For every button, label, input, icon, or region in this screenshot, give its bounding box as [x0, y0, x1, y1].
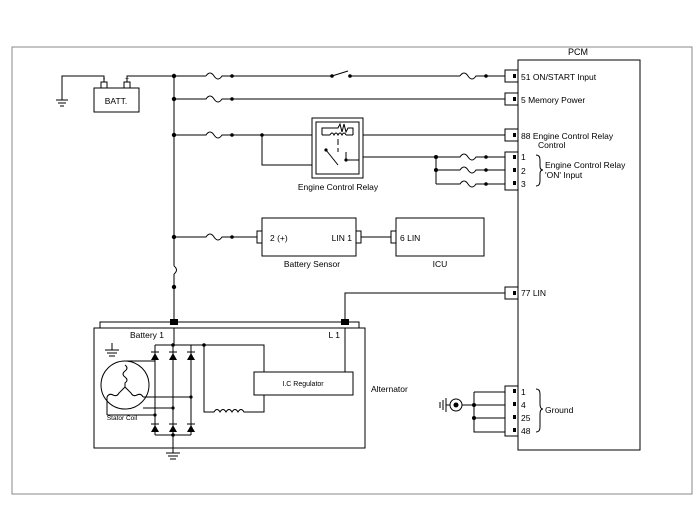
battery-label: BATT.	[105, 96, 128, 106]
pcm-pin-88-label: 88 Engine Control Relay	[521, 131, 614, 141]
pcm-pin-51-label: 51 ON/START Input	[521, 72, 597, 82]
sensor-feed-wire	[174, 233, 257, 241]
alternator-l-pin-label: L 1	[328, 330, 340, 340]
icu-label: ICU	[433, 259, 448, 269]
ground-pin-1-label: 1	[521, 387, 526, 397]
battery: BATT. - +	[93, 76, 140, 113]
pcm-pin-2-label: 2	[521, 166, 526, 176]
alternator-label: Alternator	[371, 384, 408, 394]
main-supply-bus	[126, 73, 206, 322]
pcm-unit: PCM 51 ON/START Input 5 Memory Power 88 …	[504, 47, 641, 451]
alternator-lin-wire	[344, 292, 505, 322]
ground-brace	[535, 388, 544, 433]
icu-lin-pin-label: 6 LIN	[400, 233, 420, 243]
icu: 6 LIN ICU	[390, 217, 485, 269]
rectifier-diodes	[107, 328, 195, 448]
pcm-pin-3-label: 3	[521, 179, 526, 189]
sensor-lin-pin-label: LIN 1	[332, 233, 353, 243]
field-coil-icon	[191, 343, 265, 413]
chassis-ground-icon	[439, 398, 463, 412]
pcm-pin-88-label-cont: Control	[538, 140, 566, 150]
on-input-brace	[535, 154, 544, 187]
engine-control-relay: Engine Control Relay	[298, 117, 379, 192]
alternator-ground-icon	[166, 448, 180, 460]
ic-regulator: I.C Regulator	[253, 328, 354, 396]
battery-sensor-label: Battery Sensor	[284, 259, 340, 269]
stator-coil-label: Stator Coil	[107, 415, 138, 422]
battery-ground-icon	[56, 75, 105, 107]
alternator: Battery 1 L 1 Alternator Stator Coil	[93, 319, 408, 449]
pcm-ground-wiring	[462, 391, 505, 433]
pcm-pin-77-label: 77 LIN	[521, 288, 546, 298]
ground-pin-48-label: 48	[521, 426, 531, 436]
pcm-pin-5-label: 5 Memory Power	[521, 95, 585, 105]
pcm-pin-1-label: 1	[521, 152, 526, 162]
pcm-pin-connectors	[504, 69, 519, 437]
fuse-line-51-b	[459, 72, 505, 80]
internal-ground-icon	[105, 343, 119, 357]
pcm-title: PCM	[568, 47, 588, 57]
ic-regulator-label: I.C Regulator	[282, 381, 324, 388]
relay-on-input-wiring	[363, 153, 505, 188]
fuse-line-51	[205, 72, 332, 80]
fuse-line-5	[174, 95, 505, 103]
alternator-battery-pin-label: Battery 1	[130, 330, 164, 340]
stator-coil-icon: Stator Coil	[100, 360, 160, 422]
battery-sensor: 2 (+) LIN 1 Battery Sensor	[256, 217, 362, 269]
diagram-border	[11, 46, 693, 495]
sensor-positive-pin-label: 2 (+)	[270, 233, 288, 243]
relay-label: Engine Control Relay	[298, 182, 379, 192]
ground-label: Ground	[545, 405, 574, 415]
ignition-switch-icon	[330, 70, 460, 78]
ground-pin-4-label: 4	[521, 400, 526, 410]
relay-on-input-label: Engine Control Relay	[545, 160, 626, 170]
ground-pin-25-label: 25	[521, 413, 531, 423]
relay-on-input-label-cont: 'ON' Input	[545, 170, 583, 180]
